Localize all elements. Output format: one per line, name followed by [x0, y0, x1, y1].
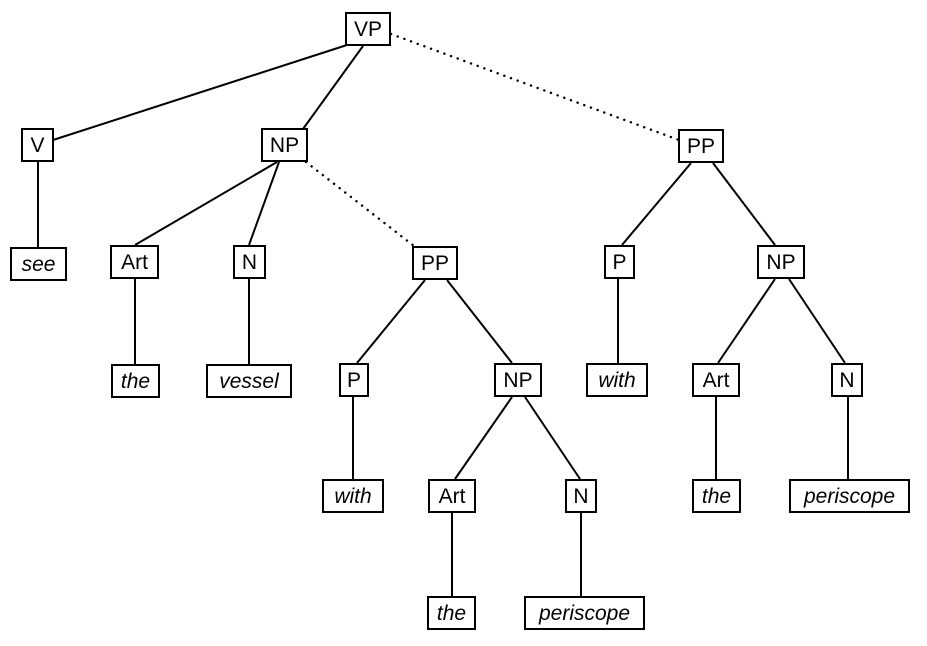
tree-edge [302, 45, 364, 130]
tree-edge-dotted [389, 32, 681, 142]
tree-node-v: V [21, 128, 54, 162]
tree-edge-dotted [304, 160, 416, 248]
tree-leaf-vessel: vessel [206, 364, 292, 398]
category-label: P [612, 250, 627, 274]
leaf-label: periscope [803, 484, 896, 508]
tree-leaf-with_right: with [586, 363, 648, 397]
leaf-label: the [120, 369, 151, 393]
category-label: V [30, 133, 45, 157]
tree-node-n_mid: N [565, 479, 597, 513]
tree-edge [717, 278, 776, 364]
category-label: NP [766, 250, 796, 274]
category-label: NP [269, 133, 300, 157]
category-label: VP [353, 17, 382, 41]
tree-edge [524, 396, 581, 480]
tree-node-art_mid: Art [428, 479, 476, 513]
tree-node-n_right: N [831, 363, 863, 397]
tree-edge [621, 162, 692, 246]
tree-edge [52, 44, 348, 141]
tree-node-pp_mid: PP [412, 246, 458, 280]
tree-node-pp_right: PP [678, 129, 724, 163]
tree-node-np_right: NP [757, 245, 805, 279]
tree-node-np1: NP [261, 128, 308, 162]
tree-edge [248, 161, 280, 246]
category-label: N [241, 250, 258, 274]
category-label: Art [702, 368, 730, 392]
tree-node-p_right: P [604, 245, 635, 279]
tree-edge [356, 279, 426, 364]
tree-edge [446, 279, 513, 364]
tree-edge [454, 396, 513, 480]
category-label: NP [503, 368, 533, 392]
tree-leaf-the_right: the [692, 479, 741, 513]
leaf-label: vessel [219, 369, 279, 393]
leaf-label: the [436, 601, 467, 625]
category-label: PP [420, 251, 449, 275]
category-label: N [839, 368, 855, 392]
leaf-label: periscope [538, 601, 631, 625]
tree-leaf-with_mid: with [322, 479, 384, 513]
tree-leaf-periscope_mid: periscope [524, 596, 645, 630]
category-label: P [346, 368, 361, 392]
category-label: N [573, 484, 589, 508]
tree-node-art_right: Art [692, 363, 740, 397]
tree-leaf-periscope_rt: periscope [789, 479, 910, 513]
tree-node-np_mid: NP [494, 363, 542, 397]
tree-leaf-the1: the [111, 364, 160, 398]
tree-node-vp: VP [345, 12, 391, 46]
tree-node-n1: N [233, 245, 266, 279]
tree-edge [788, 278, 846, 364]
leaf-label: with [598, 368, 636, 392]
tree-leaf-see: see [10, 247, 67, 281]
tree-node-p_mid: P [339, 363, 369, 397]
leaf-label: with [334, 484, 372, 508]
tree-leaf-the_mid: the [427, 596, 476, 630]
category-label: PP [686, 134, 715, 158]
tree-node-art1: Art [110, 245, 159, 279]
tree-edge [134, 161, 278, 246]
category-label: Art [121, 250, 148, 274]
tree-edge [712, 162, 776, 246]
leaf-label: see [21, 252, 56, 276]
leaf-label: the [701, 484, 732, 508]
category-label: Art [438, 484, 466, 508]
